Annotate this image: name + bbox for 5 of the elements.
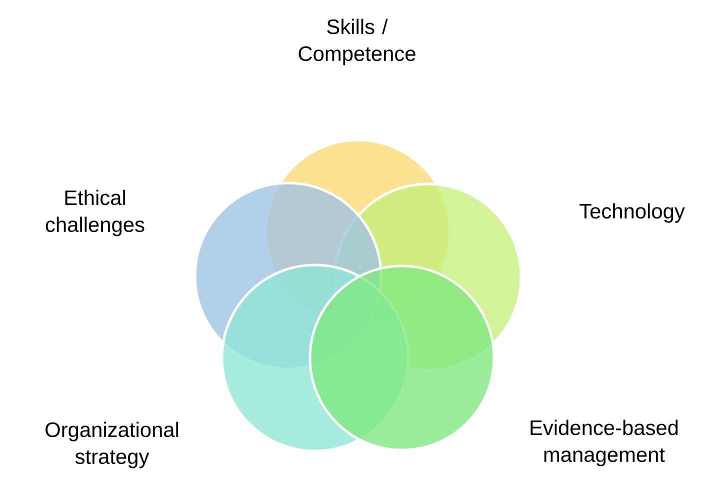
circle-label: Evidence-based management — [530, 420, 678, 466]
circle-label: Skills / Competence — [298, 18, 416, 66]
circle-label: Organizational strategy — [46, 422, 178, 468]
circle-label: Ethical challenges — [46, 190, 144, 236]
circle-label: Technology — [580, 203, 685, 223]
